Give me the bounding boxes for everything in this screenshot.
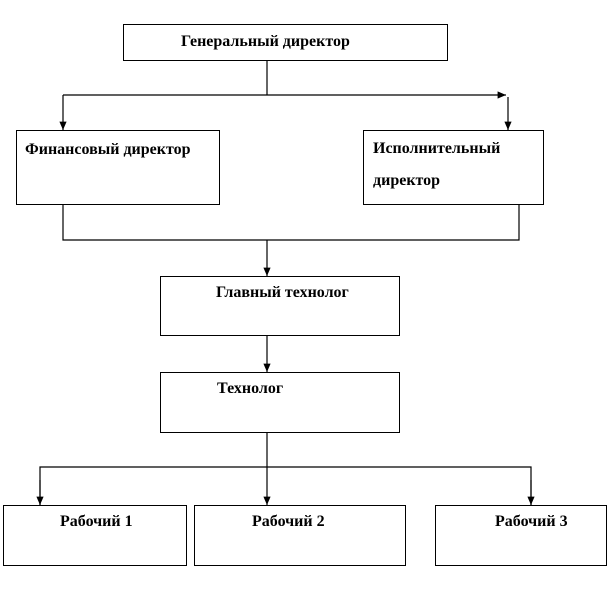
node-worker-1 bbox=[3, 505, 187, 566]
node-label: Финансовый директор bbox=[25, 141, 191, 158]
node-label: Генеральный директор bbox=[181, 33, 350, 50]
node-chief-technologist bbox=[160, 276, 400, 336]
node-label: Технолог bbox=[217, 380, 284, 397]
node-label: Исполнительный bbox=[373, 140, 501, 157]
node-general-director bbox=[123, 24, 448, 61]
connector bbox=[39, 466, 532, 505]
node-executive-director bbox=[363, 130, 544, 205]
node-label: Главный технолог bbox=[216, 284, 349, 301]
node-label: Рабочий 3 bbox=[495, 513, 568, 530]
node-label: директор bbox=[373, 172, 441, 189]
node-label: Рабочий 1 bbox=[60, 513, 133, 530]
node-worker-3 bbox=[435, 505, 607, 566]
node-label: Рабочий 2 bbox=[252, 513, 325, 530]
connector bbox=[62, 204, 520, 241]
node-worker-2 bbox=[194, 505, 406, 566]
node-technologist bbox=[160, 372, 400, 433]
node-finance-director bbox=[16, 130, 220, 205]
